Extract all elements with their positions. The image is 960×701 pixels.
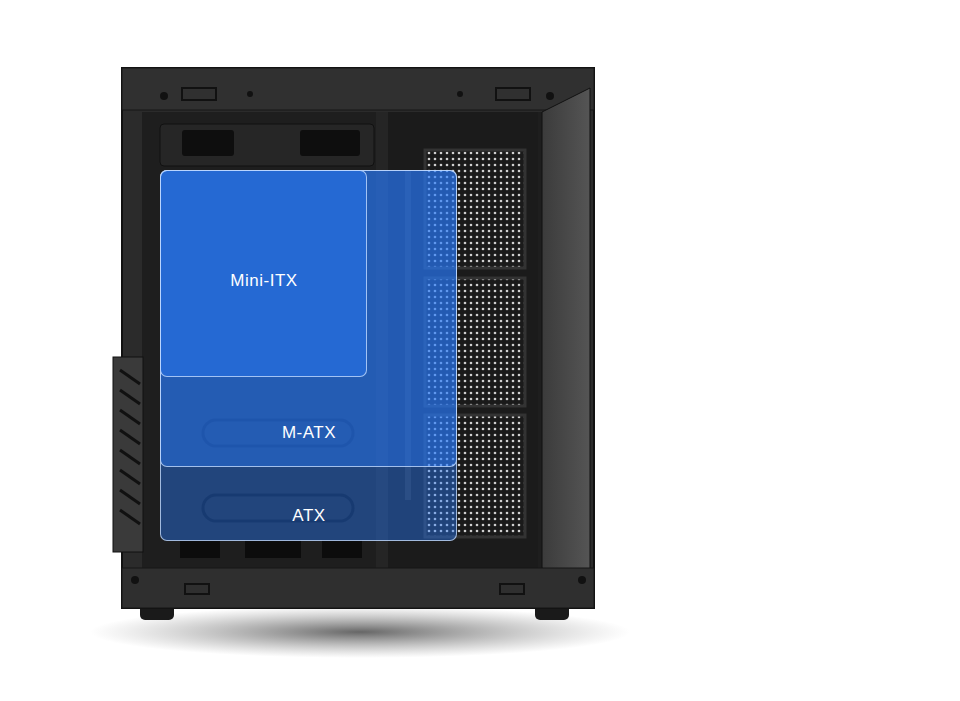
form-factor-label: M-ATX <box>282 423 336 443</box>
board-size-box: M-ATX Mini-ITX <box>160 170 457 467</box>
form-factor-label: Mini-ITX <box>230 271 297 291</box>
form-factor-label: ATX <box>292 506 325 526</box>
board-size-box: ATX M-ATX Mini-ITX <box>160 170 457 541</box>
board-size-box: Mini-ITX <box>160 170 367 377</box>
